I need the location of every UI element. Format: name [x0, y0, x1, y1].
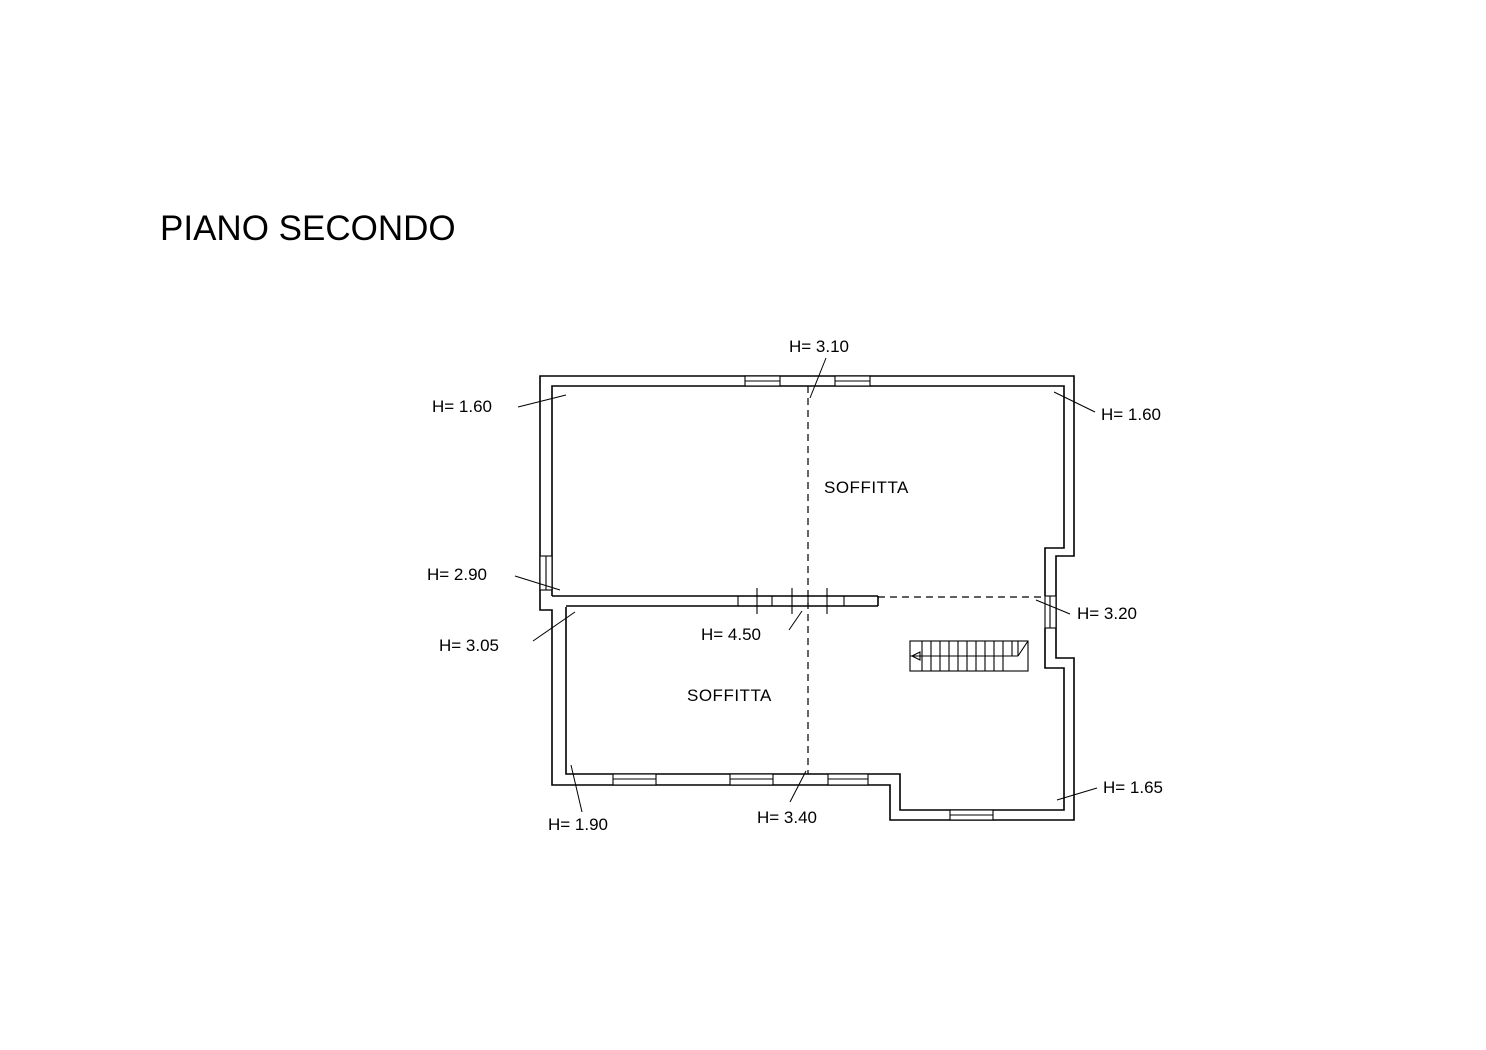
partition-openings	[737, 588, 845, 614]
height-label-left-lower: H= 3.05	[439, 636, 499, 655]
height-label-top-right: H= 1.60	[1101, 405, 1161, 424]
staircase	[909, 640, 1029, 672]
height-label-top: H= 3.10	[789, 337, 849, 356]
inner-wall-upper	[551, 385, 1065, 596]
height-label-bottom-left: H= 1.90	[548, 815, 608, 834]
height-label-top-left: H= 1.60	[432, 397, 492, 416]
height-label-bottom-center: H= 3.40	[757, 808, 817, 827]
room-label-lower: SOFFITTA	[687, 686, 772, 705]
outer-wall	[539, 375, 1075, 821]
height-label-right-window: H= 3.20	[1077, 604, 1137, 623]
height-label-bottom-right: H= 1.65	[1103, 778, 1163, 797]
room-label-upper: SOFFITTA	[824, 478, 909, 497]
plan-title: PIANO SECONDO	[160, 209, 456, 248]
height-label-left-window: H= 2.90	[427, 565, 487, 584]
height-label-center: H= 4.50	[701, 625, 761, 644]
leader-lines	[514, 357, 1098, 813]
